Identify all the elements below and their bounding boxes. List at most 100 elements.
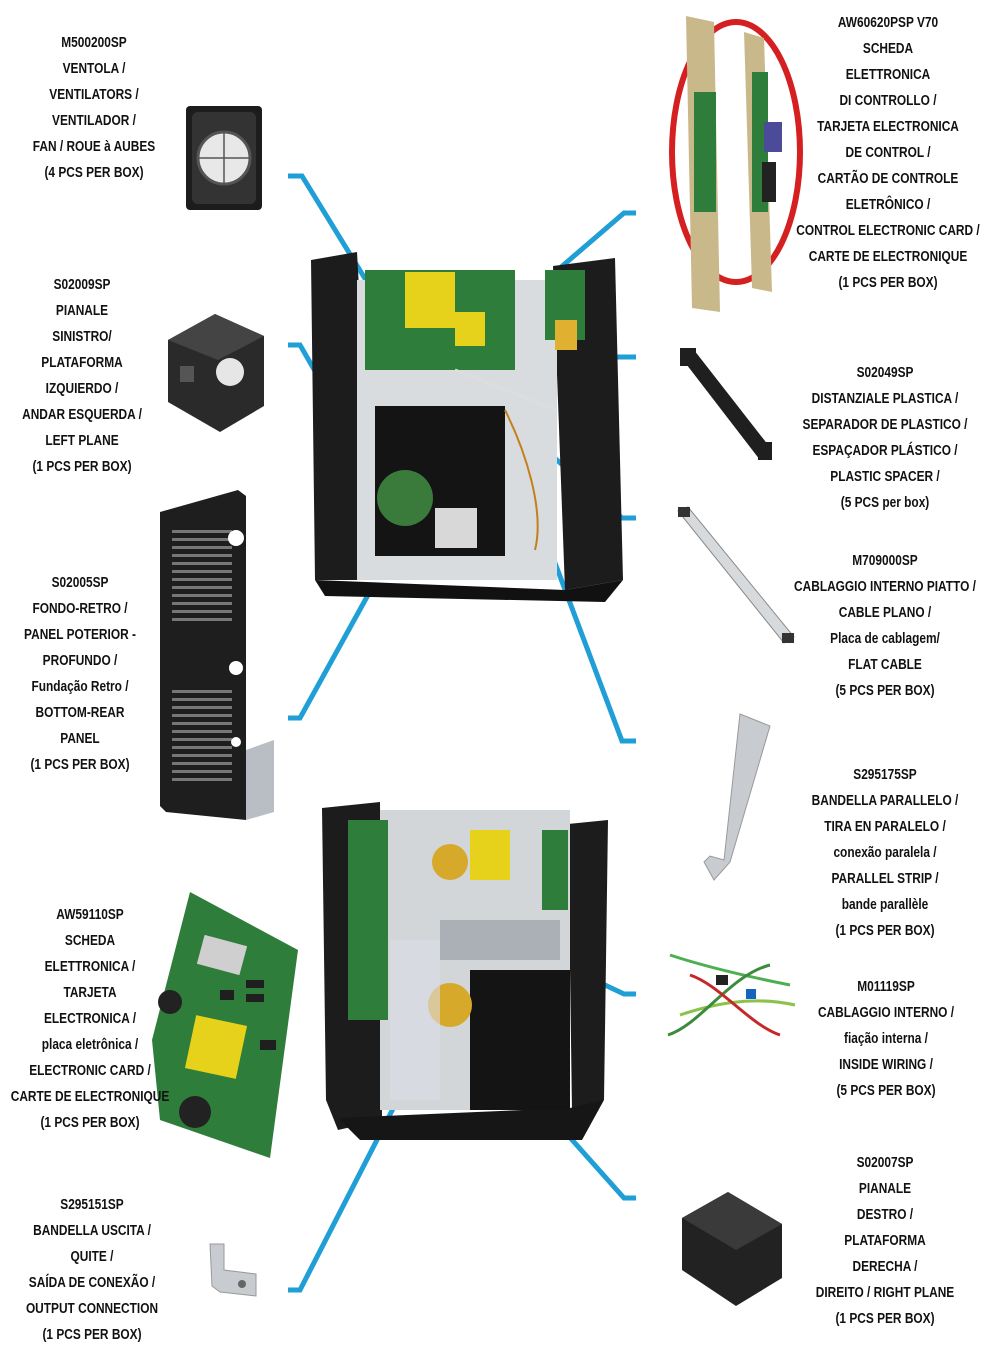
part-desc-line: CARTE DE ELECTRONIQUE — [10, 1089, 170, 1105]
part-desc-line: PARALLEL STRIP / — [831, 871, 939, 887]
part-desc-line: PLATAFORMA — [41, 355, 123, 371]
part-desc-line: ESPAÇADOR PLÁSTICO / — [812, 443, 958, 459]
part-desc-line: bande parallèle — [841, 897, 929, 913]
part-quantity: (4 PCS PER BOX) — [44, 165, 144, 181]
part-desc-line: TARJETA ELECTRONICA — [817, 119, 959, 135]
part-quantity: (1 PCS PER BOX) — [838, 275, 938, 291]
part-desc-line: DESTRO / — [856, 1207, 914, 1223]
part-desc-line: SEPARADOR DE PLASTICO / — [802, 417, 968, 433]
part-desc-line: CABLAGGIO INTERNO / — [817, 1005, 955, 1021]
part-desc-line: Fundação Retro / — [31, 679, 129, 695]
bottom-rear-panel-image — [160, 490, 274, 820]
part-code: S295175SP — [853, 767, 917, 783]
welder-interior-top-image — [311, 252, 623, 602]
part-code: M500200SP — [61, 35, 127, 51]
part-desc-line: DERECHA / — [852, 1259, 918, 1275]
part-code: M01119SP — [857, 979, 915, 995]
part-desc-line: CARTE DE ELECTRONIQUE — [808, 249, 968, 265]
part-label-parallel-strip: S295175SP BANDELLA PARALLELO / TIRA EN P… — [807, 762, 963, 944]
part-desc-line: CABLAGGIO INTERNO PIATTO / — [794, 579, 976, 595]
part-desc-line: INSIDE WIRING / — [839, 1057, 933, 1073]
part-desc-line: Placa de cablagem/ — [830, 631, 940, 647]
part-desc-line: CONTROL ELECTRONIC CARD / — [796, 223, 980, 239]
inside-wiring-image — [667, 953, 796, 1037]
part-code: S02049SP — [856, 365, 914, 381]
part-desc-line: IZQUIERDO / — [45, 381, 119, 397]
left-plane-image — [168, 314, 264, 432]
part-desc-line: BOTTOM-REAR — [35, 705, 125, 721]
part-desc-line: placa eletrônica / — [41, 1037, 139, 1053]
part-label-left-plane: S02009SP PIANALE SINISTRO/ PLATAFORMA IZ… — [16, 272, 147, 480]
parallel-strip-image — [703, 713, 771, 881]
part-desc-line: BANDELLA PARALLELO / — [811, 793, 959, 809]
part-desc-line: DIREITO / RIGHT PLANE — [815, 1285, 955, 1301]
part-desc-line: ELECTRONIC CARD / — [29, 1063, 151, 1079]
part-desc-line: DI CONTROLLO / — [839, 93, 937, 109]
part-desc-line: fiação interna / — [844, 1031, 928, 1047]
part-code: S02005SP — [51, 575, 109, 591]
part-quantity: (1 PCS PER BOX) — [835, 1311, 935, 1327]
part-desc-line: SCHEDA — [862, 41, 914, 57]
part-desc-line: FLAT CABLE — [848, 657, 922, 673]
right-plane-image — [682, 1192, 782, 1306]
electronic-card-image — [152, 892, 298, 1158]
part-desc-line: PIANALE — [55, 303, 109, 319]
part-code: AW60620PSP V70 — [837, 15, 939, 31]
part-desc-line: QUITE / — [70, 1249, 114, 1265]
part-desc-line: VENTOLA / — [62, 61, 126, 77]
output-connection-image — [209, 1243, 257, 1297]
part-desc-line: VENTILATORS / — [49, 87, 139, 103]
part-label-fan: M500200SP VENTOLA / VENTILATORS / VENTIL… — [27, 30, 161, 186]
part-code: M709000SP — [852, 553, 918, 569]
part-desc-line: PANEL POTERIOR - — [24, 627, 136, 643]
part-desc-line: VENTILADOR / — [52, 113, 136, 129]
part-desc-line: TARJETA — [63, 985, 117, 1001]
part-label-electronic-card: AW59110SP SCHEDA ELETTRONICA / TARJETA E… — [10, 902, 171, 1136]
part-desc-line: ANDAR ESQUERDA / — [22, 407, 142, 423]
part-quantity: (5 PCS PER BOX) — [836, 1083, 936, 1099]
part-code: S295151SP — [60, 1197, 124, 1213]
flat-cable-image — [677, 506, 795, 644]
part-desc-line: ELETTRONICA / — [44, 959, 136, 975]
part-code: S02009SP — [53, 277, 111, 293]
part-label-bottom-rear: S02005SP FONDO-RETRO / PANEL POTERIOR - … — [16, 570, 144, 778]
part-quantity: (5 PCS PER BOX) — [835, 683, 935, 699]
part-desc-line: conexão paralela / — [833, 845, 937, 861]
part-desc-line: SCHEDA — [64, 933, 116, 949]
part-desc-line: ELETTRONICA — [845, 67, 931, 83]
part-desc-line: OUTPUT CONNECTION — [25, 1301, 159, 1317]
part-desc-line: FONDO-RETRO / — [32, 601, 128, 617]
control-card-image — [669, 16, 803, 312]
part-label-control-card: AW60620PSP V70 SCHEDA ELETTRONICA DI CON… — [796, 10, 980, 296]
part-desc-line: PANEL — [60, 731, 100, 747]
part-quantity: (5 PCS per box) — [840, 495, 930, 511]
part-desc-line: SINISTRO/ — [52, 329, 112, 345]
part-label-output-connection: S295151SP BANDELLA USCITA / QUITE / SAÍD… — [18, 1192, 166, 1348]
part-desc-line: ELECTRONICA / — [43, 1011, 137, 1027]
part-desc-line: PLATAFORMA — [844, 1233, 926, 1249]
leader-bottom-rear — [288, 593, 371, 721]
fan-image — [186, 106, 262, 210]
part-desc-line: LEFT PLANE — [45, 433, 119, 449]
part-desc-line: DISTANZIALE PLASTICA / — [811, 391, 959, 407]
part-desc-line: CABLE PLANO / — [838, 605, 932, 621]
part-quantity: (1 PCS PER BOX) — [32, 459, 132, 475]
part-desc-line: FAN / ROUE à AUBES — [32, 139, 156, 155]
plastic-spacer-image — [680, 348, 772, 460]
part-label-right-plane: S02007SP PIANALE DESTRO / PLATAFORMA DER… — [807, 1150, 963, 1332]
part-desc-line: ELETRÔNICO / — [845, 197, 931, 213]
part-desc-line: TIRA EN PARALELO / — [824, 819, 946, 835]
part-code: AW59110SP — [56, 907, 124, 923]
part-quantity: (1 PCS PER BOX) — [42, 1327, 142, 1343]
part-desc-line: PIANALE — [858, 1181, 912, 1197]
part-desc-line: CARTÃO DE CONTROLE — [817, 171, 959, 187]
part-desc-line: BANDELLA USCITA / — [33, 1223, 151, 1239]
part-label-plastic-spacer: S02049SP DISTANZIALE PLASTICA / SEPARADO… — [799, 360, 971, 516]
part-label-inside-wiring: M01119SP CABLAGGIO INTERNO / fiação inte… — [812, 974, 960, 1104]
part-quantity: (1 PCS PER BOX) — [835, 923, 935, 939]
part-code: S02007SP — [856, 1155, 914, 1171]
part-label-flat-cable: M709000SP CABLAGGIO INTERNO PIATTO / CAB… — [791, 548, 980, 704]
part-desc-line: SAÍDA DE CONEXÃO / — [28, 1275, 156, 1291]
welder-interior-bottom-image — [322, 802, 608, 1140]
part-desc-line: DE CONTROL / — [845, 145, 931, 161]
